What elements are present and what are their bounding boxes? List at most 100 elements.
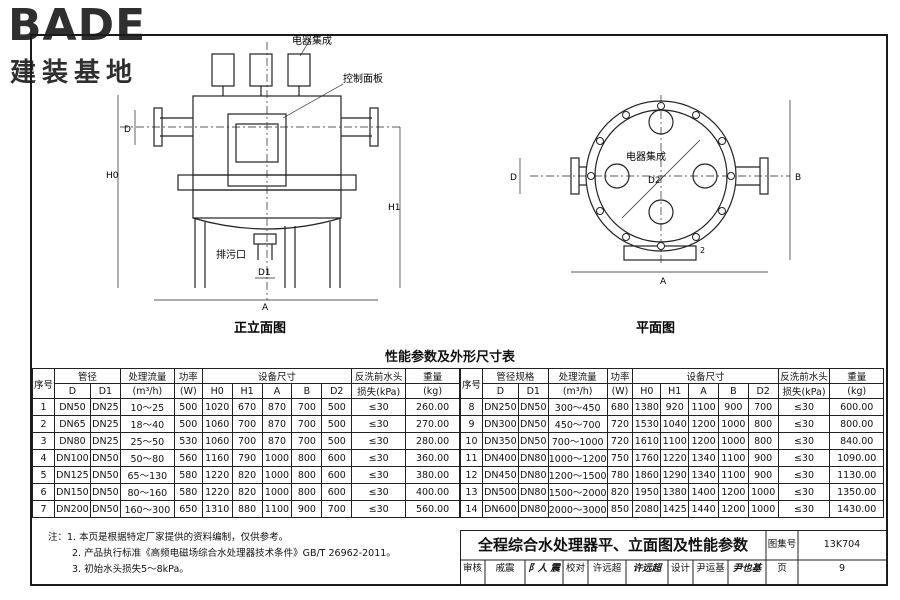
table-cell: 780 [606,466,634,484]
table-cell: ≤30 [777,466,831,484]
label-H0: H0 [106,171,119,181]
header-H0-right: H0 [632,383,662,399]
table-cell: DN25 [89,398,121,416]
header-H1-right: H1 [660,383,690,399]
designer-name: 尹运基 [696,563,725,574]
header-H1: H1 [231,383,263,399]
table-cell: 680 [606,398,634,416]
table-cell: 500 [173,398,203,416]
plan-view-title: 平面图 [636,321,675,336]
table-cell: ≤30 [351,500,407,518]
table-cell: 1000～1200 [547,449,608,467]
table-cell: 700 [321,500,353,518]
table-cell: ≤30 [351,466,407,484]
table-cell: 1310 [201,500,233,518]
header-A: A [261,383,293,399]
table-cell: DN450 [481,466,519,484]
table-cell: 700 [231,415,263,433]
front-view-title: 正立面图 [234,320,286,336]
table-cell: ≤30 [777,415,831,433]
table-cell: ≤30 [777,432,831,450]
table-cell: 650 [173,500,203,518]
table-cell: 800 [747,432,779,450]
table-cell: 1160 [201,449,233,467]
table-cell: 500 [173,415,203,433]
table-cell: 600 [321,466,353,484]
table-cell: 840.00 [829,432,884,450]
table-cell: DN500 [481,483,519,501]
electrical-box-2 [249,53,273,87]
table-cell: DN25 [89,432,121,450]
table-cell: 1000 [261,466,293,484]
table-cell: 1760 [632,449,662,467]
table-cell: 1000 [747,483,779,501]
table-cell: 3 [32,432,55,450]
notes: 注：1. 本页是根据特定厂家提供的资料编制，仅供参考。 2. 产品执行标准《高频… [48,530,396,578]
header-seq: 序号 [32,368,55,399]
header-power-right: 功率 [606,368,634,384]
header-pipe: 管径 [53,368,121,384]
table-cell: DN200 [53,500,91,518]
table-cell: DN50 [89,449,121,467]
table-cell: 4 [32,449,55,467]
table-cell: 900 [747,449,779,467]
header-weight: 重量 [405,368,460,384]
table-cell: 900 [747,466,779,484]
table-cell: 280.00 [405,432,460,450]
table-cell: 800 [291,483,323,501]
page-number: 9 [838,563,846,574]
checker-name: 许远超 [592,563,622,574]
table-cell: 2080 [632,500,662,518]
table-cell: 12 [460,466,483,484]
table-cell: 800 [747,415,779,433]
plan-label-B: B [795,173,801,183]
table-cell: 8 [460,398,483,416]
label-electrical: 电器集成 [292,34,332,47]
table-cell: DN50 [53,398,91,416]
table-cell: 14 [460,500,483,518]
table-cell: 500 [321,432,353,450]
table-cell: 600 [321,483,353,501]
table-cell: 7 [32,500,55,518]
table-cell: 700～1000 [547,432,608,450]
table-cell: 1100 [660,432,690,450]
table-cell: 1380 [660,483,690,501]
table-cell: 1000 [747,500,779,518]
table-cell: 1 [32,398,55,416]
table-cell: 700 [291,432,323,450]
table-cell: 700 [747,398,779,416]
table-cell: 820 [606,483,634,501]
table-cell: 720 [606,415,634,433]
table-cell: 1530 [632,415,662,433]
table-cell: 700 [291,415,323,433]
table-cell: 270.00 [405,415,460,433]
label-control-panel: 控制面板 [343,72,383,85]
front-view-drawing [117,39,401,301]
table-cell: 13 [460,483,483,501]
table-cell: 65～130 [119,466,175,484]
performance-table-left: 序号 管径 处理流量 功率 设备尺寸 反洗前水头 重量 D D1 (m³/h) … [32,368,460,518]
table-cell: 700 [291,398,323,416]
header-D: D [53,383,91,399]
table-cell: 800.00 [829,415,884,433]
table-cell: 1440 [688,500,719,518]
table-cell: 80～160 [119,483,175,501]
table-cell: DN80 [517,449,549,467]
table-cell: 1060 [201,415,233,433]
table-cell: 1040 [660,415,690,433]
label-D1: D1 [258,268,271,278]
table-cell: 25～50 [119,432,175,450]
table-cell: DN50 [89,483,121,501]
table-cell: DN80 [517,500,549,518]
design-label: 设计 [670,563,690,574]
table-cell: 50～80 [119,449,175,467]
header-D1-right: D1 [517,383,549,399]
